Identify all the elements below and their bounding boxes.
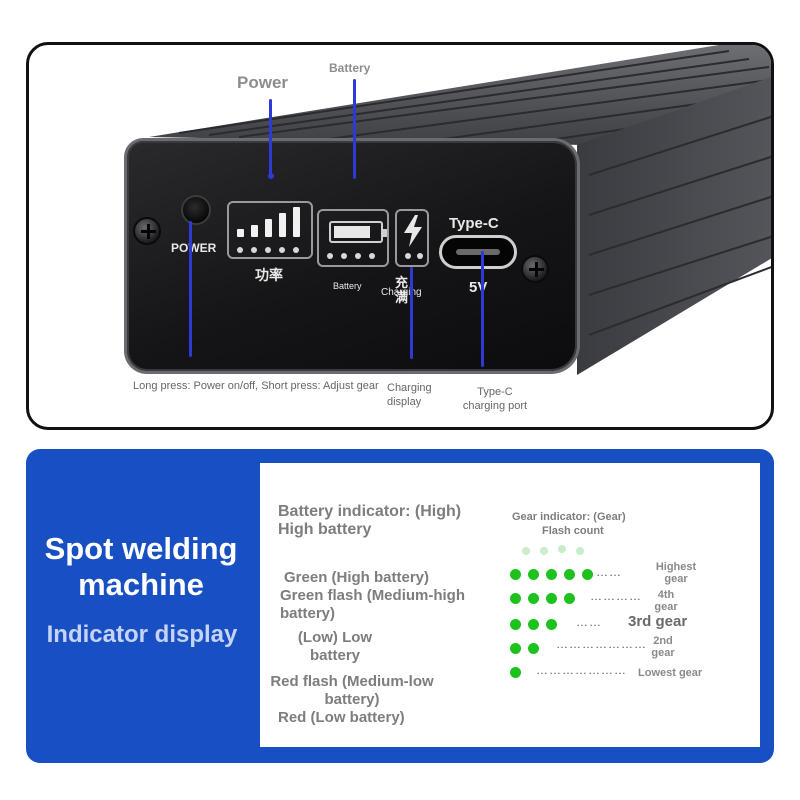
power-button-description: Long press: Power on/off, Short press: A…	[133, 380, 379, 392]
gear-label-highest: Highest gear	[655, 561, 697, 585]
green-led	[510, 593, 521, 604]
gear-label-4th: 4th gear	[654, 589, 678, 613]
green-led	[546, 569, 557, 580]
green-led	[546, 619, 557, 630]
gear-meter	[227, 201, 313, 259]
power-button-icon	[181, 195, 211, 225]
device-faceplate: POWER 功率	[127, 141, 577, 371]
battery-meter	[317, 209, 389, 267]
lightning-icon	[404, 215, 422, 247]
leader-dots: ……	[596, 565, 622, 579]
green-led	[528, 593, 539, 604]
faint-led	[576, 547, 584, 555]
title-line-1: Spot welding	[44, 531, 238, 566]
battery-engraving: Battery	[333, 281, 362, 291]
battery-callout-line	[353, 79, 356, 179]
green-led	[510, 569, 521, 580]
green-led	[510, 643, 521, 654]
usb-c-port-icon	[439, 235, 517, 269]
faint-led	[558, 545, 566, 553]
screw-icon	[133, 217, 161, 245]
product-photo-panel: POWER 功率	[26, 42, 774, 430]
title-line-2: machine	[78, 567, 204, 602]
screw-icon	[521, 255, 549, 283]
charging-description: Charging display	[387, 382, 432, 408]
red-low-text: Red (Low battery)	[278, 709, 405, 726]
green-flash-text: Green flash (Medium-high battery)	[280, 587, 466, 622]
low-battery-text: (Low) Low battery	[297, 629, 373, 664]
full-engraving: 充满	[395, 275, 409, 305]
battery-label: Battery	[329, 61, 371, 75]
battery-icon	[329, 221, 387, 243]
indicator-card: Battery indicator: (High) High battery G…	[260, 463, 760, 747]
charging-callout-line	[410, 267, 413, 359]
green-led	[528, 619, 539, 630]
subtitle: Indicator display	[46, 621, 238, 648]
typec-engraving: Type-C	[449, 215, 499, 232]
green-led	[546, 593, 557, 604]
charging-engraving: Charging	[381, 287, 422, 298]
flash-count-text: Flash count	[542, 525, 604, 537]
green-led	[564, 569, 575, 580]
gear-indicator-header: Gear indicator: (Gear)	[512, 511, 626, 523]
power-callout-dot	[268, 173, 274, 179]
green-led	[564, 593, 575, 604]
green-led	[510, 619, 521, 630]
green-led	[528, 569, 539, 580]
typec-description: Type-C charging port	[462, 386, 528, 412]
leader-dots: …………………	[536, 663, 627, 677]
green-led	[528, 643, 539, 654]
high-battery-text: High battery	[278, 521, 372, 538]
leader-dots: ……	[576, 615, 602, 629]
green-high-text: Green (High battery)	[284, 569, 430, 586]
green-led	[582, 569, 593, 580]
faint-led	[522, 547, 530, 555]
red-flash-text: Red flash (Medium-low battery)	[270, 673, 434, 708]
charging-meter	[395, 209, 429, 267]
leader-dots: …………………	[556, 637, 647, 651]
power-engraving: POWER	[171, 241, 217, 255]
power-callout-line	[269, 99, 272, 175]
leader-dots: …………	[590, 589, 642, 603]
gear-engraving: 功率	[255, 267, 283, 283]
gear-label-3rd: 3rd gear	[628, 613, 688, 630]
typec-callout-line	[481, 251, 484, 367]
battery-indicator-header: Battery indicator: (High)	[278, 503, 462, 520]
gear-label-2nd: 2nd gear	[651, 635, 675, 659]
power-button-callout-line	[189, 221, 192, 357]
5v-engraving: 5V	[469, 279, 488, 296]
indicator-panel: Spot welding machine Indicator display B…	[26, 449, 774, 763]
gear-label-lowest: Lowest gear	[638, 667, 703, 679]
green-led	[510, 667, 521, 678]
power-label: Power	[237, 73, 289, 92]
faint-led	[540, 547, 548, 555]
casing-image	[149, 45, 771, 375]
